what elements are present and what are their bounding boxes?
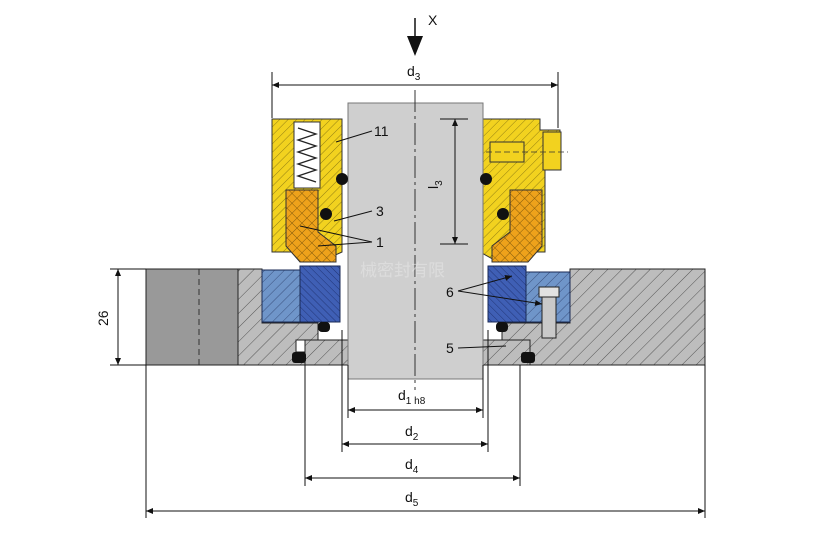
seat-left-dark	[299, 265, 341, 323]
dim-l3: l3	[425, 180, 445, 189]
set-screw-head	[542, 131, 562, 171]
watermark: 械密封有限	[360, 261, 445, 281]
gland-plate-left-solid	[145, 268, 239, 366]
part-label-5: 5	[446, 340, 454, 356]
o-rings	[292, 173, 535, 363]
o-ring	[320, 208, 332, 220]
o-ring	[480, 173, 492, 185]
o-ring	[292, 352, 306, 363]
dim-d5: d5	[405, 489, 419, 509]
seat-left-light	[261, 269, 305, 323]
seal-face-right	[491, 189, 543, 263]
part-label-11: 11	[374, 123, 389, 139]
seat-right-dark	[487, 265, 527, 323]
view-arrow-label: X	[428, 12, 438, 28]
o-ring	[336, 173, 348, 185]
part-label-3: 3	[376, 203, 384, 219]
stationary-seats	[261, 265, 571, 339]
dim-d2: d2	[405, 423, 419, 443]
o-ring	[496, 322, 508, 332]
rotating-unit	[271, 118, 568, 263]
dimension-labels: d3 l3 26 d1 h8 d2 d4 d5	[95, 63, 445, 509]
compression-spring	[295, 127, 319, 183]
dimensions	[110, 72, 706, 518]
gland-plate	[145, 268, 706, 366]
seal-face-left	[285, 189, 337, 263]
dim-d4: d4	[405, 456, 419, 476]
anti-rotation-pin-head	[538, 286, 560, 298]
view-arrow: X	[407, 12, 438, 56]
anti-rotation-pin	[541, 291, 557, 339]
dim-d3: d3	[407, 63, 421, 83]
part-label-1: 1	[376, 234, 384, 250]
o-ring	[521, 352, 535, 363]
dim-26: 26	[95, 310, 111, 326]
dim-d1: d1 h8	[398, 387, 426, 407]
o-ring	[318, 322, 330, 332]
o-ring	[497, 208, 509, 220]
part-callouts	[299, 130, 543, 349]
part-label-6: 6	[446, 284, 454, 300]
part-labels: 11 3 1 6 5	[374, 123, 454, 356]
